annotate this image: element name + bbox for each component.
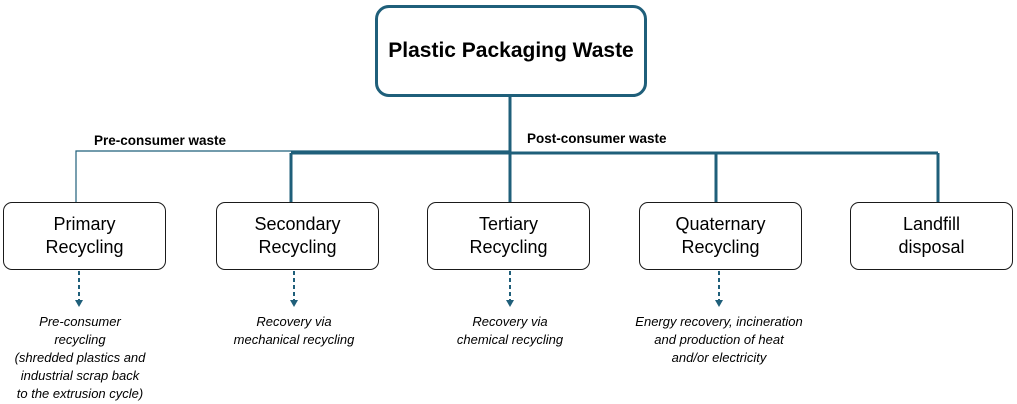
primary-recycling-label: Primary Recycling: [45, 214, 124, 257]
root-node-title: Plastic Packaging Waste: [388, 39, 634, 62]
quaternary-recycling-note: Energy recovery, incineration and produc…: [635, 314, 803, 365]
secondary-recycling-note: Recovery via mechanical recycling: [233, 314, 355, 347]
root-node-box: Plastic Packaging Waste: [375, 5, 647, 97]
pre-consumer-branch-line: [75, 150, 511, 202]
landfill-disposal-label: Landfill disposal: [898, 214, 965, 257]
landfill-disposal-box: Landfill disposal: [850, 202, 1013, 270]
quaternary-recycling-box: Quaternary Recycling: [639, 202, 802, 270]
post-consumer-label: Post-consumer waste: [527, 131, 667, 146]
tertiary-recycling-note: Recovery via chemical recycling: [456, 314, 564, 347]
secondary-recycling-label: Secondary Recycling: [254, 214, 341, 257]
dashed-arrow-quaternary: [715, 271, 723, 307]
secondary-recycling-box: Secondary Recycling: [216, 202, 379, 270]
quaternary-recycling-label: Quaternary Recycling: [675, 214, 766, 257]
dashed-arrow-secondary: [290, 271, 298, 307]
tertiary-recycling-box: Tertiary Recycling: [427, 202, 590, 270]
dashed-arrow-tertiary: [506, 271, 514, 307]
pre-consumer-label: Pre-consumer waste: [94, 133, 227, 148]
primary-recycling-box: Primary Recycling: [3, 202, 166, 270]
dashed-arrow-primary: [75, 271, 83, 307]
tertiary-recycling-label: Tertiary Recycling: [469, 214, 548, 257]
primary-recycling-note: Pre-consumer recycling (shredded plastic…: [14, 314, 146, 401]
